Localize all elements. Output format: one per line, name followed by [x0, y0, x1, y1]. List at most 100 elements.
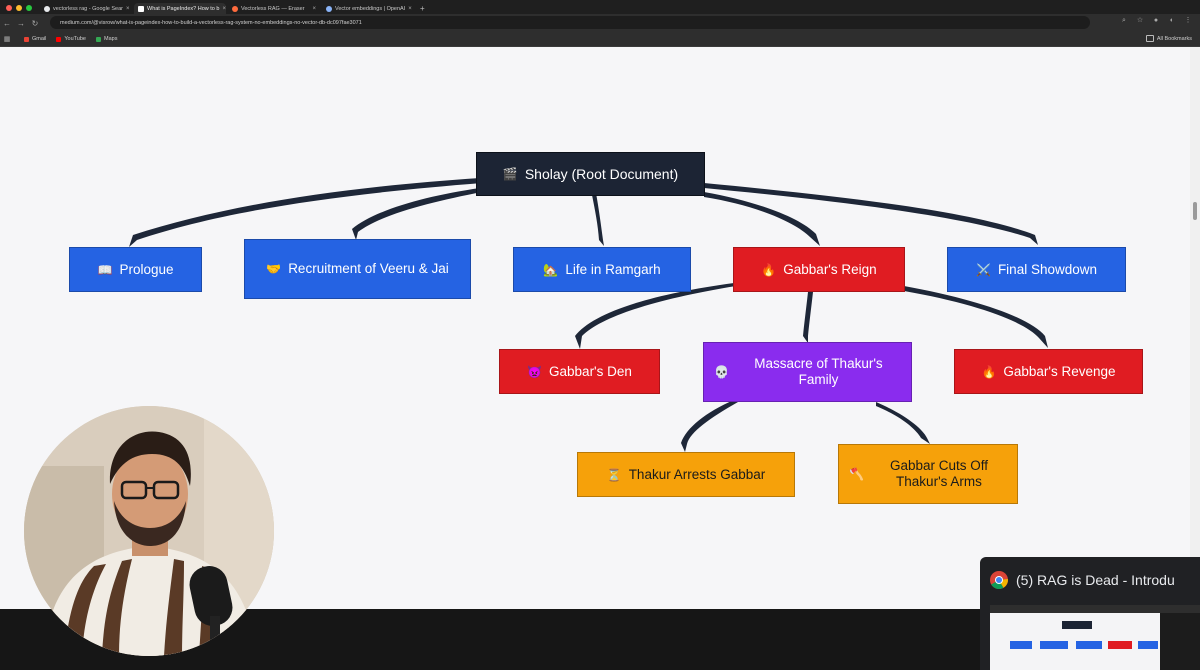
- node-final-showdown[interactable]: ⚔️ Final Showdown: [947, 247, 1126, 292]
- node-gabbars-reign[interactable]: 🔥 Gabbar's Reign: [733, 247, 905, 292]
- pip-title: (5) RAG is Dead - Introdu: [1016, 572, 1175, 588]
- eraser-icon: [232, 5, 238, 12]
- close-window-icon[interactable]: [6, 5, 12, 11]
- apps-grid-icon[interactable]: ▦: [3, 36, 11, 43]
- book-icon: 📖: [97, 262, 113, 277]
- node-label: Gabbar's Den: [549, 363, 632, 379]
- tab-bar: vectorless rag - Google Sear × What is P…: [0, 0, 1200, 14]
- tab-label: Vector embeddings | OpenAI: [335, 5, 406, 12]
- tab-label: vectorless rag - Google Sear: [53, 5, 124, 12]
- connector: [592, 193, 604, 246]
- connector: [704, 192, 820, 246]
- medium-icon: [138, 5, 144, 12]
- skull-icon: 💀: [714, 365, 729, 379]
- zoom-icon[interactable]: ⌕: [1122, 17, 1126, 24]
- axe-icon: 🪓: [849, 467, 864, 481]
- new-tab-icon[interactable]: +: [420, 4, 425, 13]
- bookmark-youtube[interactable]: YouTube: [56, 36, 86, 42]
- google-icon: [44, 5, 50, 12]
- node-gabbars-revenge[interactable]: 🔥 Gabbar's Revenge: [954, 349, 1143, 394]
- fire-icon: 🔥: [981, 364, 997, 379]
- chrome-icon: [990, 571, 1008, 589]
- node-label: Prologue: [119, 261, 174, 277]
- bookmark-label: Maps: [104, 36, 118, 42]
- connector: [876, 402, 930, 444]
- tab-eraser[interactable]: Vectorless RAG — Eraser ×: [228, 3, 320, 14]
- connector: [575, 283, 736, 349]
- connector: [129, 178, 482, 247]
- scroll-thumb[interactable]: [1193, 202, 1197, 220]
- forward-icon[interactable]: →: [17, 18, 25, 28]
- page-scrollbar[interactable]: [1190, 47, 1200, 609]
- bookmarks-bar: ▦ Gmail YouTube Maps All Bookmarks: [0, 32, 1200, 47]
- tab-openai[interactable]: Vector embeddings | OpenAI ×: [322, 3, 414, 14]
- node-label: Gabbar's Revenge: [1003, 363, 1116, 379]
- tab-close-icon[interactable]: ×: [126, 5, 130, 12]
- connector: [803, 292, 813, 343]
- address-bar[interactable]: medium.com/@visrow/what-is-pageindex-how…: [50, 16, 1090, 29]
- gmail-icon: [24, 36, 29, 42]
- tab-medium-article[interactable]: What is PageIndex? How to b ×: [134, 3, 226, 14]
- pip-video-window[interactable]: (5) RAG is Dead - Introdu: [980, 557, 1200, 670]
- node-label: Thakur Arrests Gabbar: [628, 466, 766, 482]
- node-label: Sholay (Root Document): [524, 166, 679, 182]
- handshake-icon: 🤝: [266, 262, 282, 276]
- node-label: Life in Ramgarh: [565, 261, 661, 277]
- profile-icon[interactable]: ◐: [1169, 17, 1175, 24]
- tab-close-icon[interactable]: ×: [312, 5, 316, 12]
- node-life-in-ramgarh[interactable]: 🏡 Life in Ramgarh: [513, 247, 691, 292]
- node-thakur-arrests-gabbar[interactable]: ⏳ Thakur Arrests Gabbar: [577, 452, 795, 497]
- connector: [904, 286, 1048, 348]
- pip-header: (5) RAG is Dead - Introdu: [980, 557, 1200, 603]
- presenter-avatar: [24, 406, 274, 656]
- hourglass-icon: ⏳: [606, 467, 622, 482]
- node-label: Recruitment of Veeru & Jai: [288, 261, 449, 276]
- node-label: Gabbar Cuts Off Thakur's Arms: [889, 458, 988, 489]
- bookmark-maps[interactable]: Maps: [96, 36, 117, 42]
- extension-icon[interactable]: ●: [1153, 17, 1159, 24]
- menu-icon[interactable]: ⋮: [1184, 17, 1192, 24]
- devil-face-icon: 👿: [527, 364, 543, 379]
- node-label: Final Showdown: [997, 261, 1097, 277]
- folder-icon: [1145, 35, 1154, 42]
- openai-icon: [326, 5, 332, 12]
- minimize-window-icon[interactable]: [16, 5, 22, 11]
- connector: [352, 188, 482, 240]
- tab-close-icon[interactable]: ×: [222, 5, 226, 12]
- node-gabbar-cuts-off-arms[interactable]: 🪓 Gabbar Cuts Off Thakur's Arms: [838, 444, 1018, 504]
- node-massacre[interactable]: 💀 Massacre of Thakur's Family: [703, 342, 912, 402]
- tab-label: What is PageIndex? How to b: [147, 5, 220, 12]
- pip-video-thumbnail[interactable]: [990, 605, 1200, 670]
- fire-icon: 🔥: [761, 262, 777, 277]
- bookmark-label: YouTube: [64, 36, 86, 42]
- presenter-webcam: [24, 406, 274, 656]
- window-controls: [0, 5, 40, 14]
- bookmark-gmail[interactable]: Gmail: [24, 36, 46, 42]
- pip-thumbnail-preview: [990, 605, 1200, 670]
- browser-toolbar: ← → ↻ medium.com/@visrow/what-is-pageind…: [0, 14, 1200, 32]
- reload-icon[interactable]: ↻: [31, 18, 39, 28]
- tab-google-search[interactable]: vectorless rag - Google Sear ×: [40, 3, 132, 14]
- youtube-icon: [56, 36, 62, 42]
- url-text: medium.com/@visrow/what-is-pageindex-how…: [60, 19, 362, 26]
- maximize-window-icon[interactable]: [26, 5, 32, 11]
- connector: [681, 400, 738, 452]
- maps-icon: [96, 36, 101, 42]
- bookmark-label: Gmail: [32, 36, 47, 42]
- node-root-document[interactable]: 🎬 Sholay (Root Document): [476, 152, 705, 196]
- node-prologue[interactable]: 📖 Prologue: [69, 247, 202, 292]
- toolbar-icons: ⌕ ☆ ● ◐ ⋮: [1120, 17, 1192, 25]
- all-bookmarks[interactable]: All Bookmarks: [1145, 35, 1192, 42]
- node-label: Massacre of Thakur's Family: [754, 356, 883, 387]
- back-icon[interactable]: ←: [3, 18, 11, 28]
- node-label: Gabbar's Reign: [783, 261, 877, 277]
- all-bookmarks-label: All Bookmarks: [1156, 35, 1192, 42]
- bookmark-star-icon[interactable]: ☆: [1136, 17, 1144, 24]
- clapperboard-icon: 🎬: [502, 167, 518, 181]
- tab-label: Vectorless RAG — Eraser: [241, 5, 305, 12]
- tab-close-icon[interactable]: ×: [408, 5, 412, 12]
- node-gabbars-den[interactable]: 👿 Gabbar's Den: [499, 349, 660, 394]
- crossed-swords-icon: ⚔️: [975, 262, 991, 277]
- node-recruitment[interactable]: 🤝 Recruitment of Veeru & Jai: [244, 239, 471, 299]
